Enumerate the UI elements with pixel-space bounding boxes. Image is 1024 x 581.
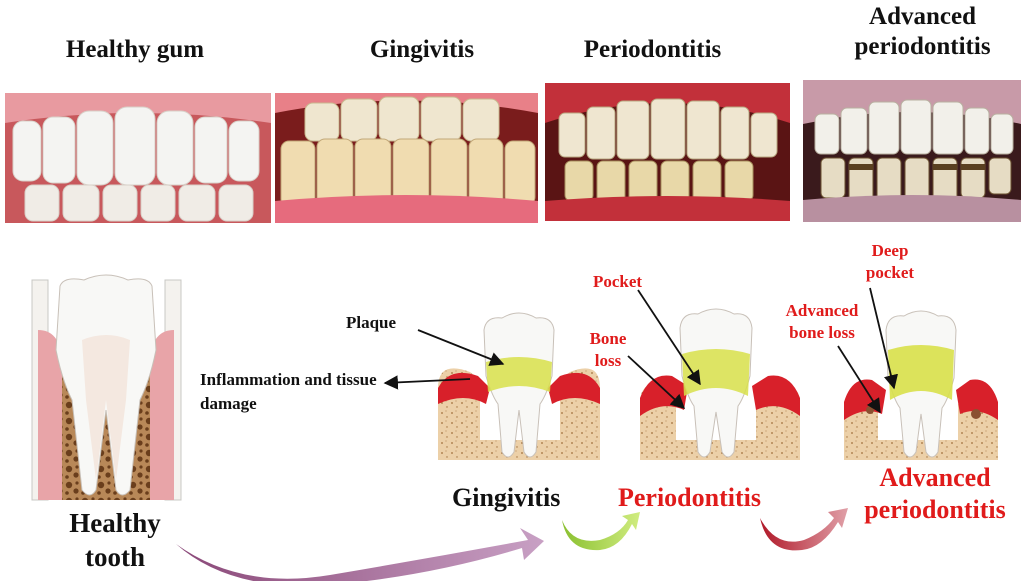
pocket-pointer (637, 289, 701, 386)
plaque-pointer (417, 329, 505, 366)
photo-advanced-periodontitis (803, 80, 1021, 222)
inflammation-pointer (383, 375, 471, 390)
gingivitis-tooth-illustration (438, 312, 600, 460)
label-pointers (383, 287, 898, 414)
bone-loss-pointer (627, 355, 686, 409)
progression-arrow-green (562, 512, 640, 551)
photo-title-healthy-gum: Healthy gum (65, 36, 205, 63)
photo-healthy-gum (5, 93, 271, 223)
deep-pocket-pointer (869, 287, 898, 390)
advanced-bone-loss-pointer (837, 345, 881, 414)
stage-healthy-tooth: Healthy tooth (69, 508, 161, 572)
photo-title-advanced-periodontitis: Advanced periodontitis (854, 3, 991, 60)
label-pocket: Pocket (593, 272, 643, 291)
label-plaque: Plaque (346, 313, 397, 332)
label-advanced-bone-loss: Advanced bone loss (785, 301, 859, 342)
progression-arrow-purple (176, 528, 544, 581)
label-deep-pocket: Deep pocket (865, 241, 915, 282)
label-inflammation: Inflammation and tissue damage (200, 370, 377, 413)
label-bone-loss: Bone loss (589, 329, 627, 370)
stage-advanced-periodontitis: Advanced periodontitis (864, 463, 1006, 524)
healthy-tooth-illustration (31, 274, 182, 501)
photo-title-gingivitis: Gingivitis (369, 36, 475, 63)
photo-gingivitis (275, 93, 538, 223)
periodontitis-tooth-illustration (640, 308, 800, 460)
progression-arrow-red (760, 508, 848, 551)
stage-periodontitis: Periodontitis (618, 483, 761, 512)
stage-gingivitis: Gingivitis (452, 483, 561, 512)
photo-periodontitis (545, 83, 790, 221)
photo-title-periodontitis: Periodontitis (583, 36, 722, 63)
